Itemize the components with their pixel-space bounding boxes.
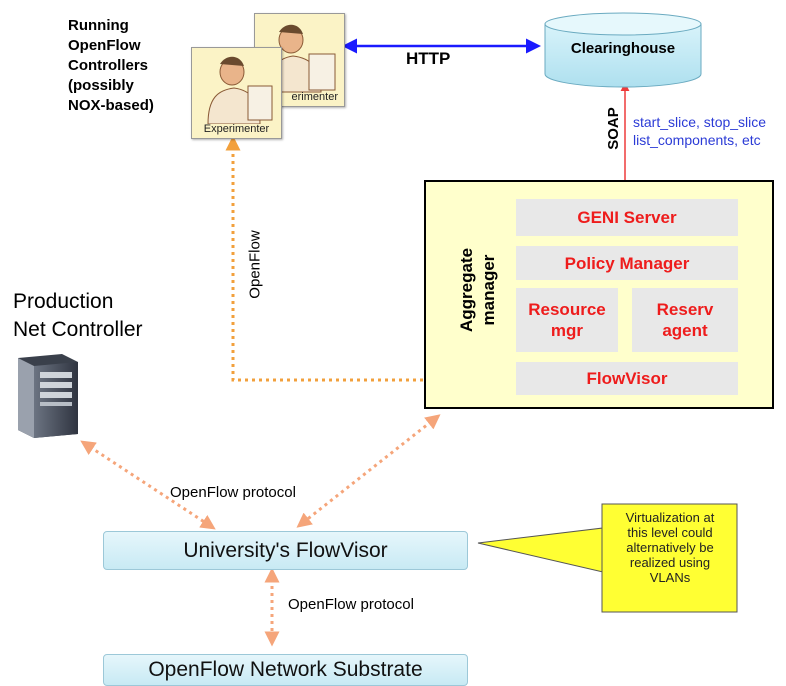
experimenter-figure-icon [268,24,336,93]
clearinghouse-cylinder [544,12,702,88]
experimenter-back-label: erimenter [291,91,338,103]
aggregate-manager-title: Aggregate manager [457,247,498,333]
am-flowvisor-arrow [296,414,441,528]
callout-pointer [477,527,604,573]
policy-manager: Policy Manager [516,246,738,280]
experimenter-front-label: Experimenter [203,123,270,135]
controller-flowvisor-arrow [80,440,216,530]
vlan-callout-text: Virtualization at this level could alter… [625,510,715,585]
clearinghouse-label: Clearinghouse [570,40,676,57]
flowvisor-component: FlowVisor [516,362,738,395]
universitys-flowvisor: University's FlowVisor [103,531,468,570]
openflow-path [225,135,513,388]
openflow-protocol-bottom-label: OpenFlow protocol [288,596,414,613]
production-controller-label: Production Net Controller [13,290,143,341]
openflow-protocol-top-label: OpenFlow protocol [170,484,296,501]
soap-label: SOAP [604,107,622,150]
http-label: HTTP [406,49,451,68]
experimenter-figure-icon [207,56,273,125]
callout-box-shape [601,503,738,613]
server-tower-icon [18,354,78,438]
experimenter-card-front: Experimenter [191,47,282,139]
resource-mgr: Resource mgr [516,288,618,352]
openflow-network-substrate: OpenFlow Network Substrate [103,654,468,686]
geni-server: GENI Server [516,199,738,236]
running-controllers-label: Running OpenFlow Controllers (possibly N… [68,17,154,114]
soap-calls-label: start_slice, stop_slice list_components,… [633,114,767,148]
reserv-agent: Reserv agent [632,288,738,352]
openflow-vertical-label: OpenFlow [246,230,264,299]
